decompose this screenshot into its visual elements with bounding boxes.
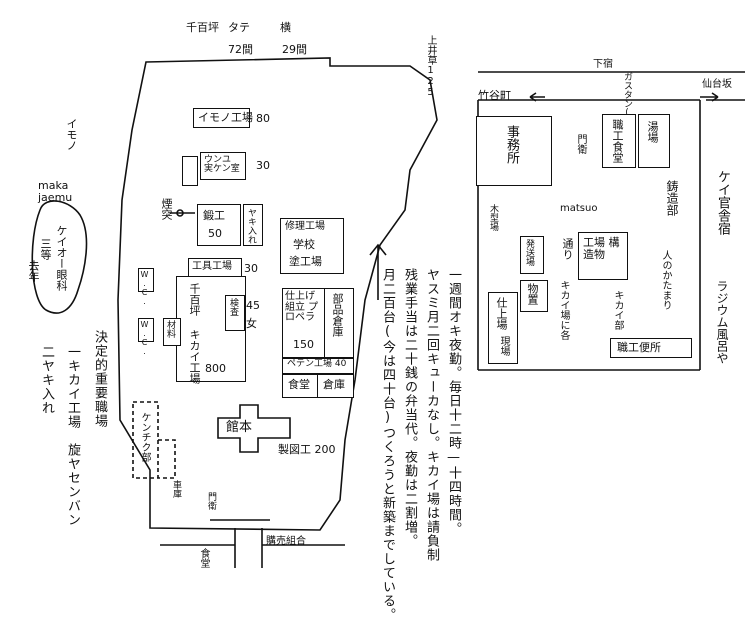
pond-outline <box>31 200 88 314</box>
note-imono: イモノ <box>65 118 78 151</box>
legend-col1: 千百坪 <box>186 21 219 34</box>
bldg-shokudo: 食堂 <box>282 374 319 398</box>
factory-boundary <box>117 57 438 531</box>
notice-line2: ヤスミ月二回キューカなし。キカイ場は請負制 <box>424 268 439 562</box>
kensa-num: 45 <box>246 299 260 312</box>
hito-label: 人のかたまり <box>660 250 671 310</box>
keikan-label: ケイ官舎宿 <box>715 170 730 235</box>
gesha-label: 下宿 <box>593 59 613 70</box>
bldg-jimusho: 事務所 <box>476 116 552 186</box>
bldg-wc1: W.C. <box>138 268 154 306</box>
bldg-buhin: 部品倉庫 <box>324 288 354 358</box>
top-right-label: 上井草125 <box>425 35 436 98</box>
shako-label: 車庫 <box>171 480 181 498</box>
note-sanryu: 三等 <box>39 238 52 260</box>
monei-east-label: 門衛 <box>575 134 586 154</box>
imono-num: 80 <box>256 112 270 125</box>
bldg-yuba: 湯場 <box>638 114 670 168</box>
honkan-label: 館本 <box>226 420 253 435</box>
legend-col2-val: 72間 <box>228 43 253 56</box>
bldg-shiagejo: 仕上場 <box>488 292 518 364</box>
kobai-label: 購売組合 <box>266 536 306 547</box>
bldg-imono-kojo: イモノ工場 <box>193 108 253 128</box>
bldg-shokko-shokudo: 職工食堂 <box>602 114 636 168</box>
bldg-kensa: 検査 <box>225 295 245 331</box>
note-makajaemu: maka jaemu <box>38 179 73 204</box>
bldg-tanko: 鍛工 50 <box>197 204 241 246</box>
road-matsuo: matsuo <box>560 203 598 214</box>
bldg-shuri-gakko: 修理工場 学校 塗工場 <box>280 218 344 274</box>
bldg-shokko-benjo: 職工便所 <box>610 338 692 358</box>
kikaibu-label: キカイ部 <box>612 290 623 330</box>
genba-label: 現場 <box>498 336 509 356</box>
bldg-kogu: 工具工場 <box>188 258 242 278</box>
note-item1: 一キカイ工場 旋ヤセンバン <box>65 345 80 527</box>
bldg-kojo-kozobutsu: 工場 構造物 <box>578 232 628 280</box>
notice-line1: 一週間オキ夜勤。毎日十二時—十四時間。 <box>446 268 461 536</box>
unyu-num: 30 <box>256 159 270 172</box>
kanban-label: 鋳造部 <box>665 180 679 216</box>
bldg-soko: 倉庫 <box>317 374 354 398</box>
map-linework <box>31 57 745 568</box>
kenchiku-outline <box>132 401 176 479</box>
note-item2: 二ヤキ入れ <box>39 345 54 415</box>
bldg-wc2: W.C. <box>138 318 154 356</box>
kenchiku-label: ケンチク部 <box>139 412 150 462</box>
legend-col3-head: 横 <box>280 21 291 34</box>
chimney-label: 煙突 <box>160 198 173 220</box>
shokudo2-label: 食堂 <box>198 548 209 568</box>
note-kyonen: 去年 <box>27 260 40 282</box>
rajium-label: ラジウム風呂や <box>715 280 729 364</box>
kensa-shoku: 女 <box>246 317 257 330</box>
bldg-zairyo-small <box>182 156 198 186</box>
notice-line4: 月二百台(今は四十台)つくろうと新築までしている。 <box>380 268 395 622</box>
bldg-pete: ペテン工場 40 <box>282 358 354 374</box>
seizu-label: 製図工 200 <box>278 443 336 456</box>
bldg-zairyo: 材料 <box>163 318 181 346</box>
road-sendaizaka: 仙台坂 <box>702 79 732 90</box>
legend-col2-head: タテ <box>228 21 250 34</box>
monei-factory-label: 門衛 <box>206 492 216 510</box>
kikaijo-label: キカイ場に各 <box>558 280 569 340</box>
notice-line3: 残業手当は二十銭の弁当代。夜勤は二割増。 <box>402 268 417 548</box>
bldg-bukki: 物置 <box>520 280 548 312</box>
legend-col3-val: 29間 <box>282 43 307 56</box>
bldg-hatsusha: 発送場 <box>520 236 544 274</box>
bldg-unyu: ウンユ 実ケン室 <box>200 152 246 180</box>
note-keio-ganka: ケイオー眼科 <box>55 225 68 291</box>
tsuri-label: 通り <box>561 238 574 260</box>
bldg-yakiire: ヤキ入れ <box>243 204 263 246</box>
bldg-shiage: 仕上げ 組立 プロペラ 150 <box>282 288 326 358</box>
mokkei-label: 木型場 <box>488 204 498 231</box>
note-kettei: 決定的重要職場 <box>92 330 107 428</box>
kogu-num: 30 <box>244 262 258 275</box>
road-takeyacho: 竹谷町 <box>478 89 511 102</box>
honkan-outline <box>217 404 291 453</box>
kesshoku-label: ガスタン(ボイラ) <box>622 72 632 155</box>
